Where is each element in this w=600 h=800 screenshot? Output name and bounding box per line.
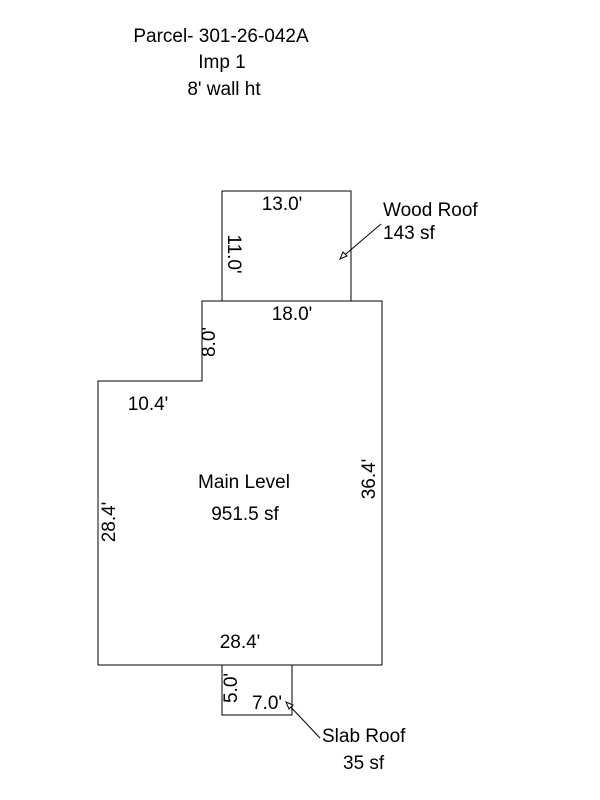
main-left-dimension: 28.4' xyxy=(99,502,120,543)
wood-roof-arrow-head xyxy=(339,251,348,260)
main-level-outline xyxy=(97,300,383,666)
main-step-vertical-dimension: 8.0' xyxy=(199,327,220,357)
slab-roof-name: Slab Roof xyxy=(322,726,406,747)
slab-roof-arrow-head xyxy=(285,701,294,710)
parcel-label: Parcel- 301-26-042A xyxy=(133,26,309,47)
main-level-size: 951.5 sf xyxy=(211,504,279,525)
slab-roof-size: 35 sf xyxy=(343,753,385,774)
slab-roof-arrow-line xyxy=(285,701,321,739)
slab-bottom-dimension: 7.0' xyxy=(252,693,282,714)
wall-height-label: 8' wall ht xyxy=(187,79,261,100)
main-right-dimension: 36.4' xyxy=(359,459,380,500)
main-top-dimension: 18.0' xyxy=(272,304,313,325)
main-step-horizontal-dimension: 10.4' xyxy=(128,394,169,415)
main-level-name: Main Level xyxy=(198,472,290,493)
wood-roof-arrow-line xyxy=(339,223,382,260)
improvement-label: Imp 1 xyxy=(198,52,246,73)
wood-roof-side-dimension: 11.0' xyxy=(223,234,244,273)
slab-roof-outline xyxy=(221,664,293,716)
slab-side-dimension: 5.0' xyxy=(221,673,242,703)
main-bottom-dimension: 28.4' xyxy=(220,632,261,653)
wood-roof-size: 143 sf xyxy=(383,223,435,244)
wood-roof-top-dimension: 13.0' xyxy=(262,194,303,215)
wood-roof-name: Wood Roof xyxy=(383,200,478,221)
